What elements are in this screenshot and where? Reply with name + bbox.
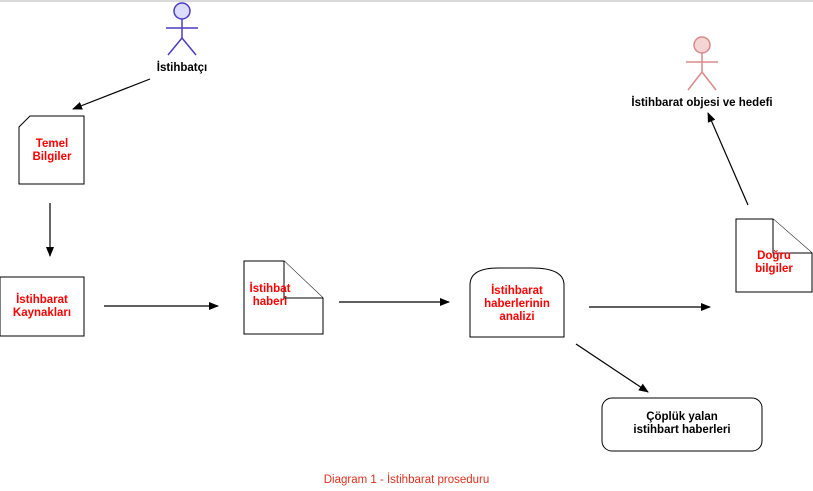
diagram-caption: Diagram 1 - İstihbarat proseduru bbox=[323, 474, 490, 486]
edge-dogru-to-target bbox=[707, 112, 749, 206]
node-temel-shape bbox=[18, 115, 85, 185]
node-temel-label: Temel Bilgiler bbox=[32, 138, 72, 163]
node-coplu-label: Çöplük yalan istihbart haberleri bbox=[633, 411, 731, 436]
actor-source-icon bbox=[166, 2, 198, 56]
node-kaynaklar-label: İstihbarat Kaynakları bbox=[12, 294, 72, 319]
node-dogru-shape bbox=[735, 218, 813, 293]
actor-source-label: İstihbatçı bbox=[156, 62, 208, 74]
node-coplu-shape bbox=[601, 397, 763, 452]
node-dogru-label: Doğru bilgiler bbox=[755, 250, 793, 275]
node-analiz-shape bbox=[469, 267, 565, 338]
node-haber-shape bbox=[243, 260, 324, 335]
edge-analiz-to-coplu bbox=[575, 343, 649, 393]
node-analiz-label: İstihbarat haberlerinin analizi bbox=[484, 285, 550, 323]
node-haber-label: İstihbat haberi bbox=[249, 283, 291, 308]
actor-target-label: İstihbarat objesi ve hedefi bbox=[631, 97, 773, 109]
node-kaynaklar-shape bbox=[0, 276, 85, 337]
actor-target-icon bbox=[686, 36, 718, 91]
top-border bbox=[0, 0, 813, 2]
edge-actor-to-temel bbox=[72, 78, 151, 110]
